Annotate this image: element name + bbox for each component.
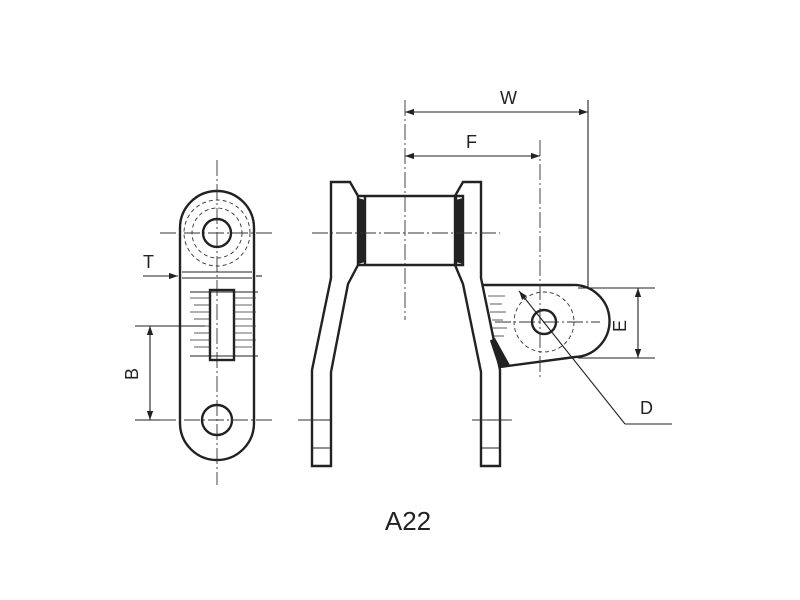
- label-w: W: [500, 88, 517, 108]
- attachment-slot: [208, 288, 236, 362]
- attachment-arm: [482, 283, 611, 369]
- dimension-t: T: [143, 252, 262, 280]
- label-f: F: [466, 132, 477, 152]
- link-front-view: W F E D: [298, 88, 672, 468]
- figure-caption: A22: [385, 506, 431, 536]
- left-side-plate: [310, 180, 360, 468]
- dimension-b: B: [122, 325, 205, 421]
- label-b: B: [122, 368, 142, 380]
- label-e: E: [610, 320, 630, 332]
- dimension-w: W: [405, 88, 589, 288]
- roller: [358, 194, 465, 267]
- right-side-plate: [453, 180, 502, 468]
- side-plate-outline: [178, 189, 256, 462]
- dimension-e: E: [578, 287, 655, 359]
- label-t: T: [143, 252, 154, 272]
- side-plate-view: T B: [122, 160, 274, 485]
- label-d: D: [640, 398, 653, 418]
- dimension-d: D: [518, 290, 672, 425]
- dimension-f: F: [405, 132, 540, 160]
